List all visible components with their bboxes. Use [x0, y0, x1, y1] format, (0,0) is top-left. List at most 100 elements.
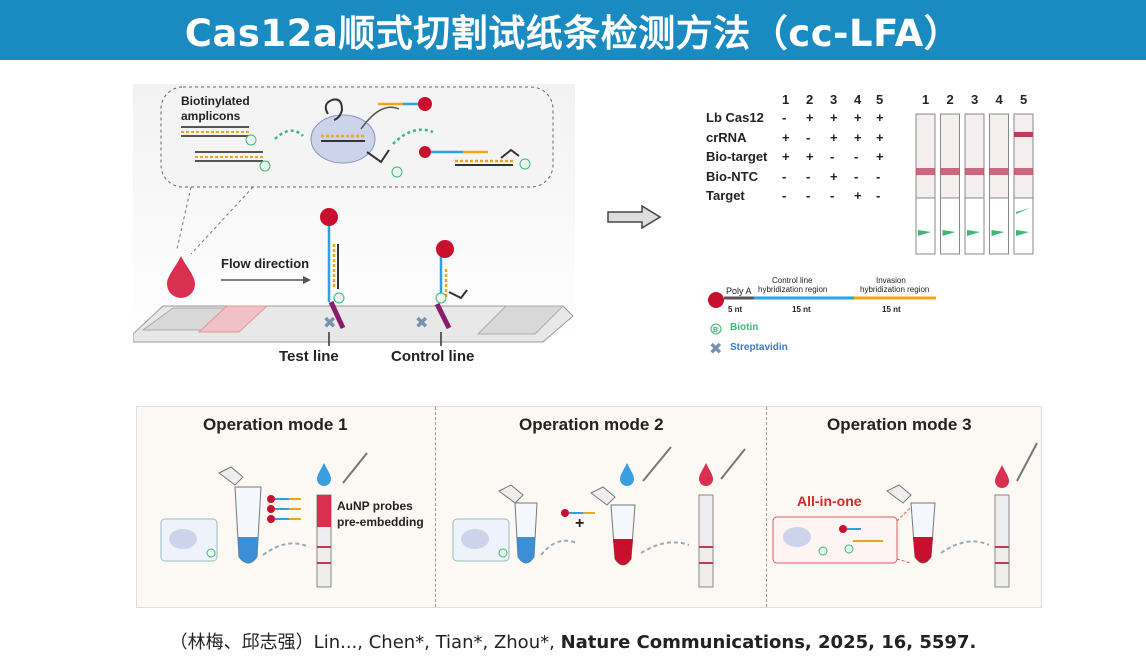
header-banner: Cas12a顺式切割试纸条检测方法（cc-LFA） — [0, 0, 1146, 60]
control-band — [989, 168, 1009, 175]
table-cell: - — [782, 188, 787, 203]
strip-lane-number: 2 — [946, 92, 954, 107]
sample-drop — [167, 256, 195, 298]
lfa-schematic: ✖ ✖ Biotinylated amplicons Flow directio… — [132, 84, 575, 376]
probe-graphic: B ✖ — [708, 292, 936, 358]
table-lane-number: 2 — [806, 92, 814, 107]
aunp-label-2: pre-embedding — [337, 515, 424, 529]
streptavidin-legend-icon: ✖ — [709, 341, 722, 358]
table-cell: + — [854, 188, 862, 203]
citation-authors: （林梅、邱志强）Lin..., Chen*, Tian*, Zhou*, — [169, 632, 561, 653]
amplicon-2 — [195, 151, 271, 172]
buffer-drop-icon — [317, 463, 331, 486]
cas12-complex — [310, 114, 376, 164]
table-cell: - — [876, 188, 881, 203]
mode1-title: Operation mode 1 — [203, 415, 348, 434]
table-row-label: crRNA — [706, 129, 747, 145]
plus-sign: + — [575, 515, 585, 532]
table-row-label: Bio-target — [706, 149, 768, 164]
biotinylated-label-1: Biotinylated — [181, 94, 250, 108]
table-cell: + — [876, 110, 884, 125]
strip-results: 1 2 3 4 5 — [912, 92, 1038, 257]
table-lane-number: 3 — [830, 92, 838, 107]
table-cell: - — [854, 149, 859, 164]
mode-divider-1 — [435, 407, 436, 607]
amplicon-1 — [181, 126, 257, 146]
poly-a-label: Poly A — [726, 286, 752, 296]
strip-lane-number: 1 — [922, 92, 930, 107]
control-band — [1014, 168, 1033, 175]
table-cell: + — [830, 110, 838, 125]
table-cell: - — [830, 149, 835, 164]
biotin-legend-label: Biotin — [730, 322, 759, 333]
control-length: 15 nt — [792, 305, 811, 314]
table-cell: + — [782, 149, 790, 164]
strip-lane-number: 3 — [971, 92, 979, 107]
pipette-icon — [342, 452, 368, 484]
table-cell: + — [854, 129, 862, 145]
control-band — [940, 168, 960, 175]
table-cell: - — [854, 168, 859, 184]
flow-direction-label: Flow direction — [221, 256, 310, 271]
strip-lane-number: 5 — [1020, 92, 1028, 107]
biotinylated-label-2: amplicons — [181, 109, 241, 123]
strip-images — [915, 113, 1034, 255]
table-cell: + — [806, 149, 814, 164]
svg-text:✖: ✖ — [323, 315, 336, 332]
invasion-label-2: hybridization region — [860, 285, 930, 294]
strip-lane-number: 4 — [995, 92, 1003, 107]
all-in-one-label: All-in-one — [797, 493, 862, 509]
table-cell: - — [782, 168, 787, 184]
table-row-label: Target — [706, 188, 745, 203]
table-cell: + — [854, 110, 862, 125]
table-cell: - — [782, 110, 787, 125]
mode2-title: Operation mode 2 — [519, 415, 664, 434]
invasion-length: 15 nt — [882, 305, 901, 314]
mode3-title: Operation mode 3 — [827, 415, 972, 434]
sample-pad-marker — [918, 230, 931, 236]
table-cell: + — [830, 168, 838, 184]
mode-divider-2 — [766, 407, 767, 607]
sample-pad-marker — [967, 230, 980, 236]
sample-pad-marker — [942, 230, 956, 236]
table-cell: + — [876, 129, 884, 145]
table-cell: - — [806, 188, 811, 203]
table-cell: + — [782, 129, 790, 145]
invasion-label-1: Invasion — [876, 276, 906, 285]
poly-a-length: 5 nt — [728, 305, 743, 314]
table-cell: - — [830, 188, 835, 203]
table-cell: - — [806, 129, 811, 145]
sample-pad-marker — [1016, 230, 1029, 236]
aunp-probes-icon — [267, 495, 301, 523]
operation-modes-panel: Operation mode 1 Operation mode 2 Operat… — [136, 406, 1042, 608]
citation: （林梅、邱志强）Lin..., Chen*, Tian*, Zhou*, Nat… — [0, 628, 1146, 654]
modes-graphic — [160, 442, 1038, 588]
table-row-label: Bio-NTC — [706, 168, 758, 184]
biotin-legend-icon: B — [713, 327, 718, 334]
aunp-label-1: AuNP probes — [337, 499, 413, 513]
svg-text:✖: ✖ — [415, 315, 428, 332]
control-line-label: Control line — [391, 348, 475, 365]
citation-journal: Nature Communications, 2025, 16, 5597. — [560, 632, 977, 653]
probe-structure: B ✖ Poly A 5 nt Control line hybridizati… — [704, 274, 964, 364]
test-line-label: Test line — [279, 348, 339, 365]
result-arrow-icon — [607, 204, 662, 230]
control-band — [965, 168, 984, 175]
schematic-graphic: ✖ ✖ — [132, 84, 575, 346]
table-lane-number: 5 — [876, 92, 884, 107]
streptavidin-legend-label: Streptavidin — [730, 342, 788, 353]
table-row-label: Lb Cas12 — [706, 110, 764, 125]
table-lane-number: 1 — [782, 92, 790, 107]
control-region-label-2: hybridization region — [758, 285, 828, 294]
table-cell: - — [876, 168, 881, 184]
control-band — [916, 168, 935, 175]
table-cell: + — [876, 149, 884, 164]
table-lane-number: 4 — [854, 92, 862, 107]
tube-lid-icon — [218, 466, 244, 486]
table-cell: + — [806, 110, 814, 125]
table-cell: + — [830, 129, 838, 145]
page-title: Cas12a顺式切割试纸条检测方法（cc-LFA） — [184, 12, 962, 55]
table-cell: - — [806, 168, 811, 184]
sample-pad-marker — [991, 230, 1005, 236]
